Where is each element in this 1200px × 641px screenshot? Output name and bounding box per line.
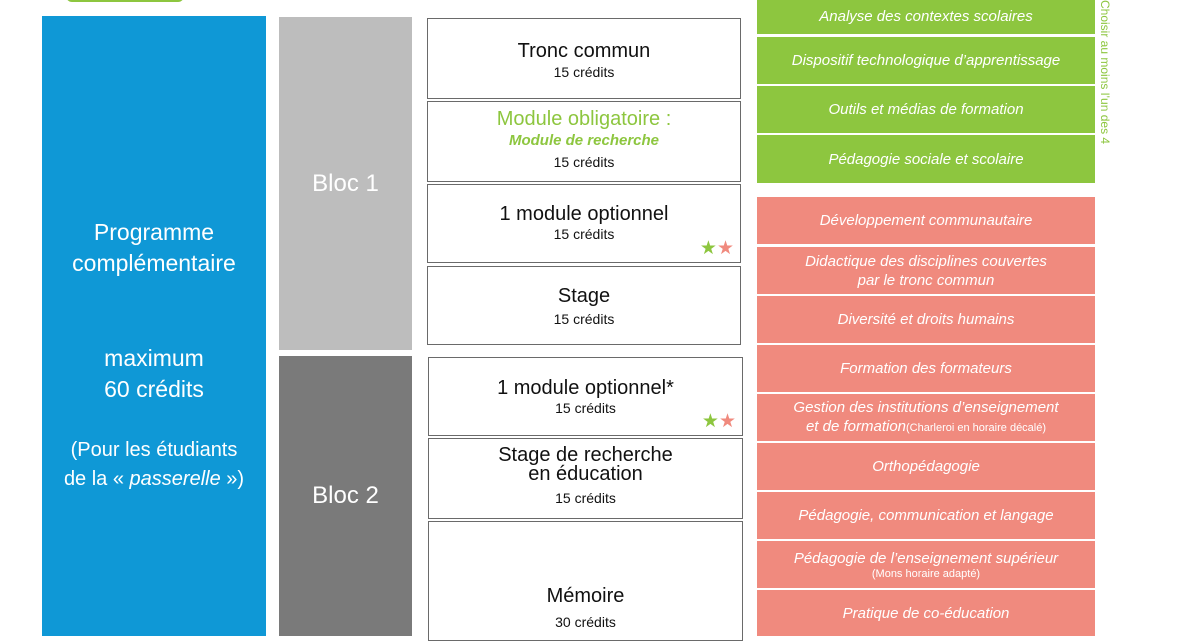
module-title-line2: en éducation [528, 463, 643, 485]
option-red-4: Formation des formateurs [757, 345, 1095, 392]
module-stage: Stage 15 crédits [427, 266, 741, 345]
module-title: 1 module optionnel* [497, 377, 674, 399]
note-suffix: ») [220, 468, 245, 490]
option-label: Outils et médias de formation [828, 101, 1024, 118]
module-credits: 30 crédits [555, 614, 616, 630]
module-title: Module obligatoire : [496, 108, 672, 130]
option-label-line1: Didactique des disciplines couvertes [805, 252, 1047, 270]
module-tronc-commun: Tronc commun 15 crédits [427, 18, 741, 99]
module-credits: 15 crédits [555, 490, 616, 506]
green-note-text: Choisir au moins l’un des 4 [1098, 0, 1112, 145]
module-obligatoire: Module obligatoire : Module de recherche… [427, 101, 741, 182]
option-green-3: Outils et médias de formation [757, 86, 1095, 133]
option-label: Pédagogie, communication et langage [798, 507, 1054, 524]
bloc-2-panel: Bloc 2 [279, 356, 412, 636]
option-green-1: Analyse des contextes scolaires [757, 0, 1095, 34]
option-label: Orthopédagogie [872, 458, 980, 475]
module-title: Stage [557, 285, 611, 307]
green-star-icon: ★ [699, 238, 717, 259]
bloc-2-label: Bloc 2 [312, 482, 379, 509]
option-red-3: Diversité et droits humains [757, 296, 1095, 343]
option-red-1: Développement communautaire [757, 197, 1095, 244]
option-label-line2: par le tronc commun [857, 271, 995, 289]
option-label: Analyse des contextes scolaires [819, 7, 1033, 25]
module-credits: 15 crédits [553, 311, 615, 327]
option-label: Pratique de co-éducation [842, 604, 1010, 622]
option-small-note: (Mons horaire adapté) [871, 567, 981, 580]
option-red-2: Didactique des disciplines couvertes par… [757, 247, 1095, 294]
module-title: Mémoire [546, 585, 625, 607]
green-options-note: Choisir au moins l’un des 4 [1098, 0, 1118, 180]
bloc-1-panel: Bloc 1 [279, 17, 412, 350]
module-title-line1: Stage de recherche [498, 444, 673, 466]
programme-max-line2: 60 crédits [104, 376, 204, 402]
green-star-icon: ★ [701, 411, 719, 432]
option-label: Diversité et droits humains [837, 311, 1015, 328]
module-optionnel-1: 1 module optionnel 15 crédits ★★ [427, 184, 741, 263]
option-label-line1: Gestion des institutions d’enseignement [793, 398, 1059, 416]
module-optionnel-2: 1 module optionnel* 15 crédits ★★ [428, 357, 743, 436]
module-credits: 15 crédits [553, 226, 615, 242]
option-label: Formation des formateurs [840, 360, 1012, 377]
programme-panel: Programme complémentaire maximum 60 créd… [42, 16, 266, 636]
stars: ★★ [702, 412, 736, 431]
programme-max-line1: maximum [104, 345, 204, 371]
programme-note-line2: de la « passerelle ») [42, 465, 266, 494]
option-label-line2: et de formation(Charleroi en horaire déc… [757, 417, 1095, 438]
option-small-note: (Charleroi en horaire décalé) [906, 421, 1047, 434]
red-star-icon: ★ [718, 411, 736, 432]
note-emphasis: passerelle [129, 468, 221, 490]
module-subtitle: Module de recherche [508, 132, 660, 149]
option-label: Développement communautaire [819, 212, 1033, 229]
module-credits: 15 crédits [555, 400, 616, 416]
bloc-1-label: Bloc 1 [312, 169, 379, 197]
stars: ★★ [700, 239, 734, 258]
option-label: Pédagogie sociale et scolaire [828, 150, 1024, 168]
red-star-icon: ★ [716, 238, 734, 259]
option-label-line2-text: et de formation [805, 417, 907, 435]
programme-note-line1: (Pour les étudiants [70, 439, 238, 461]
top-tab [66, 0, 184, 2]
programme-title-line2: complémentaire [72, 250, 236, 276]
module-credits: 15 crédits [553, 64, 615, 80]
option-green-2: Dispositif technologique d’apprentissage [757, 37, 1095, 84]
option-red-9: Pratique de co-éducation [757, 590, 1095, 636]
option-label: Pédagogie de l’enseignement supérieur [793, 549, 1059, 567]
option-red-6: Orthopédagogie [757, 443, 1095, 490]
option-red-7: Pédagogie, communication et langage [757, 492, 1095, 539]
module-credits: 15 crédits [553, 154, 615, 170]
module-memoire: Mémoire 30 crédits [428, 521, 743, 641]
option-green-4: Pédagogie sociale et scolaire [757, 135, 1095, 183]
option-red-5: Gestion des institutions d’enseignement … [757, 394, 1095, 441]
module-title: Tronc commun [517, 40, 651, 62]
note-prefix: de la « [63, 468, 130, 490]
option-red-8: Pédagogie de l’enseignement supérieur (M… [757, 541, 1095, 588]
module-stage-recherche: Stage de recherche en éducation 15 crédi… [428, 438, 743, 519]
option-label: Dispositif technologique d’apprentissage [791, 52, 1061, 69]
module-title: 1 module optionnel [499, 203, 669, 225]
programme-title-line1: Programme [93, 219, 215, 245]
